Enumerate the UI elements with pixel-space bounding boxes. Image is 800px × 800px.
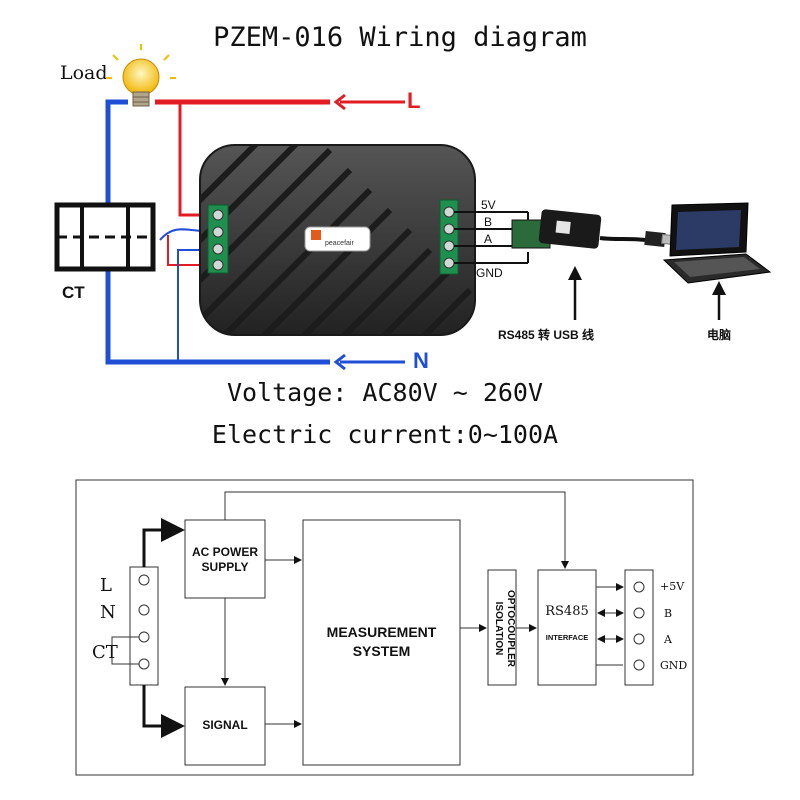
ct-bracket [111,636,139,665]
label-b: B [664,607,673,620]
rs485-usb-converter [511,209,676,249]
label-n: N [100,602,116,623]
optocoupler-label: OPTOCOUPLER ISOLATION [492,571,516,686]
converter-label: RS485 转 USB 线 [498,328,595,342]
interface-label: INTERFACE [545,633,589,642]
laptop-icon [662,202,772,284]
load-label: Load [60,62,108,84]
signal-label: SIGNAL [202,718,248,732]
rs485-label: RS485 [545,604,589,619]
label-gnd: GND [660,659,688,672]
neutral-label: N [413,348,429,373]
measurement-system-line2: SYSTEM [352,643,411,659]
device-brand: peacefair [325,240,354,247]
computer-label: 电脑 [707,328,732,342]
terminal-gnd [633,659,645,671]
measurement-system-label: MEASUREMENT SYSTEM [303,623,460,661]
measurement-system-line1: MEASUREMENT [326,624,437,640]
current-spec: Electric current:0~100A [211,420,559,449]
wire-label-b: B [484,215,493,229]
light-bulb-icon [106,44,176,107]
ac-power-supply-line2: SUPPLY [201,560,249,574]
optocoupler-block [487,569,517,686]
terminal-n [138,604,150,616]
terminal-b [633,607,645,619]
wire-label-gnd: GND [476,266,503,280]
terminal-ct2 [138,658,150,670]
signal-block [184,686,266,766]
left-terminal-block [207,204,229,274]
computer-arrow [712,281,726,320]
ac-power-supply-label: AC POWER SUPPLY [185,545,265,575]
rs485-wires [454,211,529,264]
label-l: L [100,575,112,596]
ct-clamp [54,202,156,272]
power-input-arrow [142,518,185,567]
label-plus5v: +5V [660,580,685,593]
terminal-5v [633,581,645,593]
input-terminal-strip [129,566,159,686]
diagram-title: PZEM-016 Wiring diagram [213,22,587,53]
pzem-device [199,144,476,336]
terminal-l [138,574,150,586]
rs485-interface-block [537,569,597,686]
terminal-ct1 [138,631,150,643]
block-diagram-frame [75,479,694,776]
optocoupler-line1: OPTOCOUPLER [505,589,516,668]
label-a: A [664,633,672,646]
signal-input-arrow [142,685,185,738]
label-ct: CT [92,642,118,663]
ac-power-supply-line1: AC POWER [192,545,258,559]
wire-label-a: A [484,232,493,246]
converter-arrow [568,266,582,320]
measurement-system-block [302,519,461,766]
optocoupler-line2: ISOLATION [493,601,504,656]
voltage-spec: Voltage: AC80V ~ 260V [226,378,544,407]
terminal-a [633,633,645,645]
ct-label: CT [62,283,85,302]
line-label: L [407,88,421,113]
wire-label-5v: 5V [481,198,496,212]
